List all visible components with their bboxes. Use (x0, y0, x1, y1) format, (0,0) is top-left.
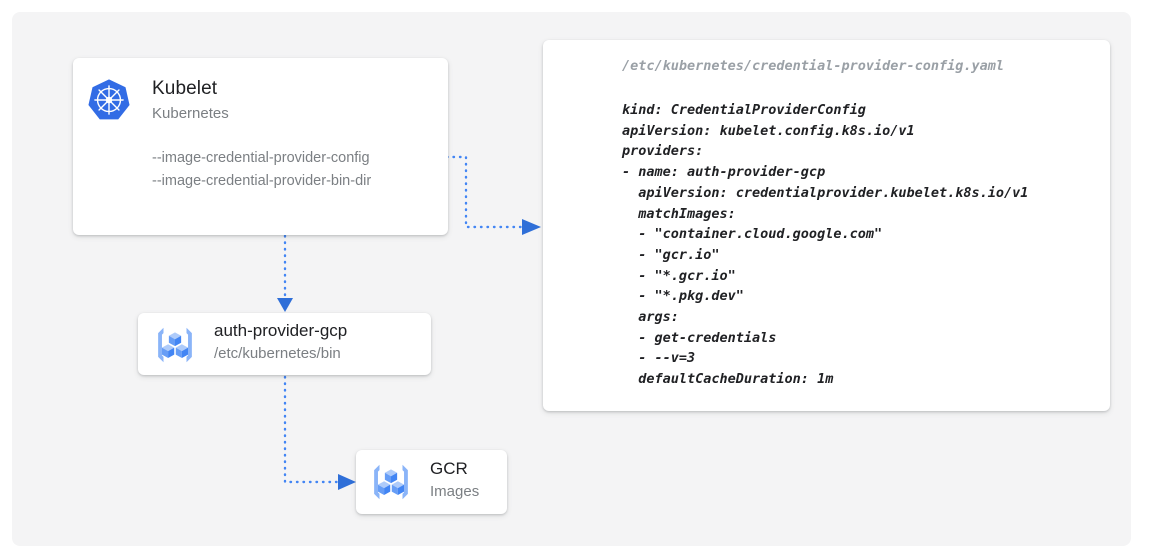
kubernetes-helm-wheel-icon (88, 79, 130, 120)
gcr-card[interactable]: GCR Images (356, 450, 507, 514)
yaml-file-path: /etc/kubernetes/credential-provider-conf… (622, 58, 1005, 74)
kubelet-card-title: Kubelet (152, 78, 218, 99)
yaml-file-content: kind: CredentialProviderConfig apiVersio… (622, 102, 1029, 388)
auth-provider-card-subtitle: /etc/kubernetes/bin (214, 345, 341, 362)
credential-provider-config-card[interactable]: /etc/kubernetes/credential-provider-conf… (543, 40, 1110, 411)
gcp-container-registry-icon (374, 464, 408, 500)
gcp-container-registry-icon (158, 327, 192, 363)
kubelet-card[interactable]: Kubelet Kubernetes --image-credential-pr… (73, 58, 448, 235)
gcr-card-subtitle: Images (430, 483, 480, 500)
kubelet-card-subtitle: Kubernetes (152, 105, 229, 122)
auth-provider-card-title: auth-provider-gcp (214, 321, 348, 340)
gcr-card-title: GCR (430, 459, 468, 478)
kubelet-card-flags: --image-credential-provider-config --ima… (152, 150, 372, 189)
auth-provider-gcp-card[interactable]: auth-provider-gcp /etc/kubernetes/bin (138, 313, 431, 375)
